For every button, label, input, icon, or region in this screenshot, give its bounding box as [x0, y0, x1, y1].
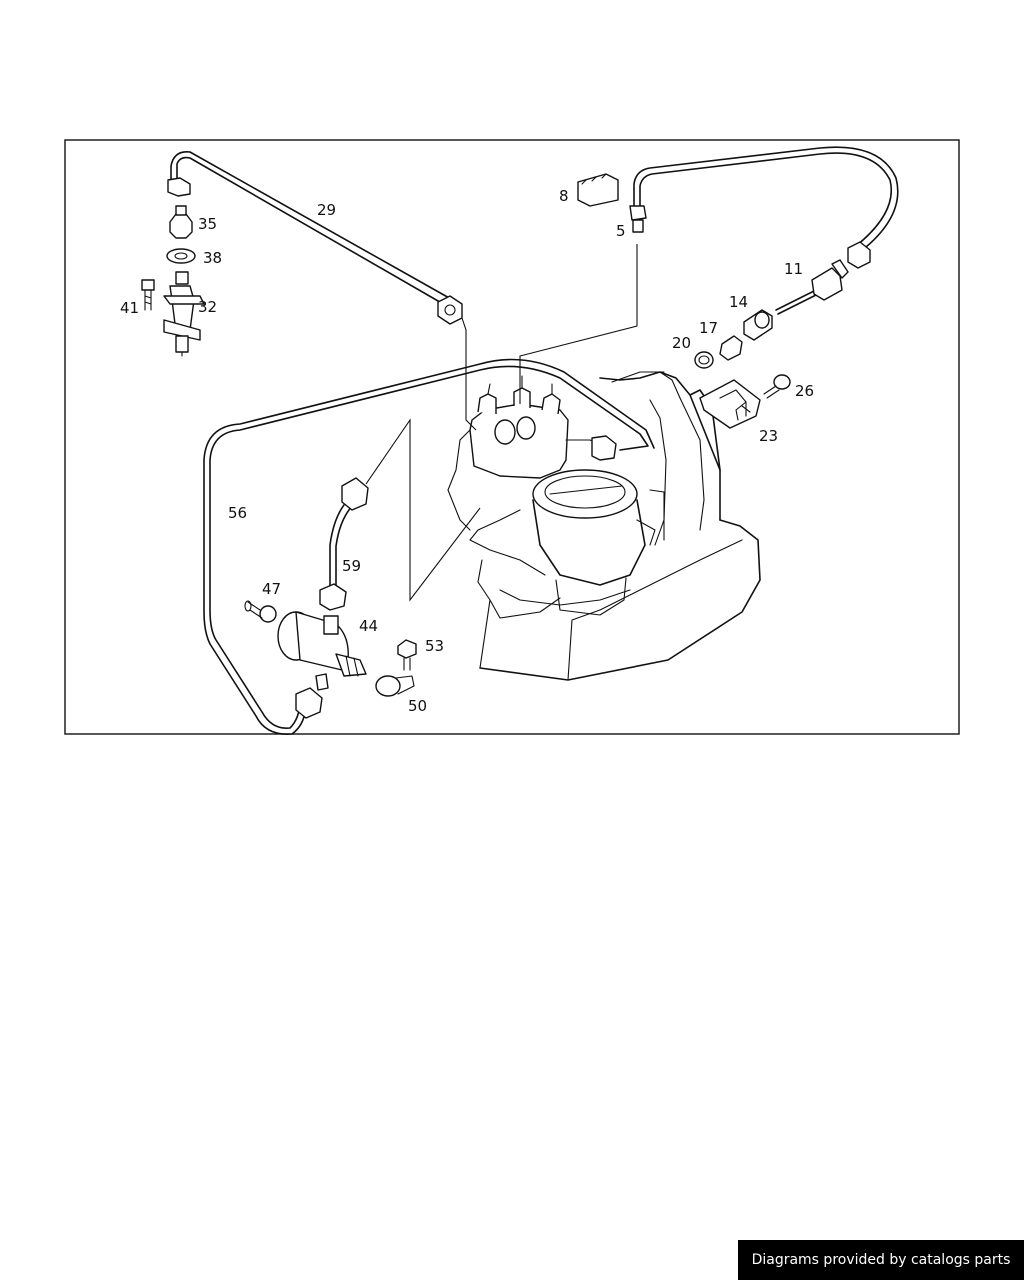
regulator-44: [277, 611, 367, 691]
sensor-group: [694, 259, 849, 369]
callout-8: 8: [559, 187, 569, 205]
callout-20: 20: [672, 334, 691, 352]
callout-38: 38: [203, 249, 222, 267]
parts-diagram: 29 35 38 41 32 8 5 11 14 17 20 26 23 56 …: [64, 139, 960, 735]
callout-47: 47: [262, 580, 281, 598]
callout-17: 17: [699, 319, 718, 337]
fuel-line-5-11: [519, 146, 899, 404]
clamp-50: [375, 675, 415, 697]
part-8-plug: [577, 173, 619, 207]
callout-26: 26: [795, 382, 814, 400]
return-line-56: [203, 358, 655, 735]
callout-44: 44: [359, 617, 378, 635]
credit-banner: Diagrams provided by catalogs parts: [738, 1240, 1024, 1280]
callout-59: 59: [342, 557, 361, 575]
air-funnel: [469, 469, 656, 616]
callout-29: 29: [317, 201, 336, 219]
callout-56: 56: [228, 504, 247, 522]
callout-32: 32: [198, 298, 217, 316]
diagram-frame: [64, 139, 960, 735]
control-unit: [447, 375, 617, 531]
valve-group-left: [141, 205, 205, 357]
callout-5: 5: [616, 222, 626, 240]
fuel-line-29: [167, 150, 477, 431]
callout-11: 11: [784, 260, 803, 278]
callout-53: 53: [425, 637, 444, 655]
callout-41: 41: [120, 299, 139, 317]
line-59: [319, 418, 481, 611]
callout-35: 35: [198, 215, 217, 233]
screw-47: [244, 600, 277, 623]
bracket-23: [699, 379, 761, 429]
intake-housing: [477, 371, 761, 681]
screw-26: [763, 374, 791, 399]
callout-23: 23: [759, 427, 778, 445]
bolt-53: [397, 639, 417, 671]
callout-50: 50: [408, 697, 427, 715]
callout-14: 14: [729, 293, 748, 311]
